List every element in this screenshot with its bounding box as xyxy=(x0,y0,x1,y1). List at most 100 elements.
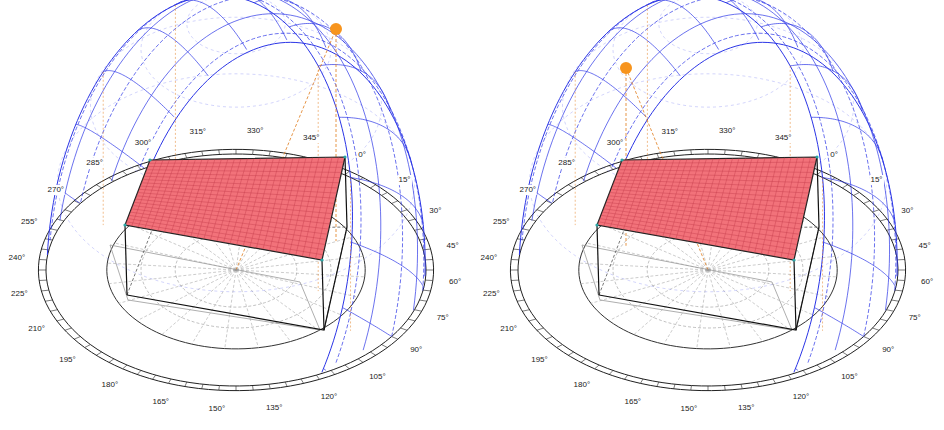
tick-mark xyxy=(57,319,64,321)
tick-mark xyxy=(426,270,434,271)
tick-mark xyxy=(757,382,759,386)
azimuth-label: 315° xyxy=(661,127,680,137)
azimuth-label: 60° xyxy=(448,277,462,287)
tick-mark xyxy=(50,310,57,312)
ground-grid-line xyxy=(109,270,236,284)
hour-line xyxy=(647,0,718,49)
hour-line xyxy=(575,71,646,117)
tick-mark xyxy=(331,370,335,374)
sun-path-arc xyxy=(522,0,833,363)
tick-mark xyxy=(895,290,902,292)
tick-mark xyxy=(773,379,776,383)
roof-grid xyxy=(620,166,815,168)
altitude-ring xyxy=(187,0,285,54)
azimuth-label: 285° xyxy=(557,158,576,168)
tick-mark xyxy=(537,328,544,330)
tick-mark xyxy=(185,153,187,157)
roof-grid xyxy=(600,219,797,250)
tick-mark xyxy=(897,280,905,281)
azimuth-label: 315° xyxy=(189,127,208,137)
ground-grid-line xyxy=(119,270,236,303)
tick-mark xyxy=(252,150,254,155)
tick-mark xyxy=(285,153,287,157)
tick-mark xyxy=(842,185,847,188)
roof xyxy=(125,157,345,260)
ground-grid-line xyxy=(137,270,236,321)
hour-line xyxy=(609,28,680,76)
azimuth-label: 75° xyxy=(908,313,922,323)
tick-mark xyxy=(724,386,726,391)
guide-line xyxy=(575,72,576,225)
building-shadow xyxy=(582,245,792,330)
tick-mark xyxy=(301,379,304,383)
hour-line xyxy=(215,0,287,40)
tick-mark xyxy=(74,337,80,340)
tick-mark xyxy=(511,259,519,260)
roof-grid xyxy=(143,180,339,188)
tick-mark xyxy=(218,386,220,391)
azimuth-label: 285° xyxy=(85,158,104,168)
tick-mark xyxy=(39,259,47,260)
ground-grid-line xyxy=(192,270,236,344)
azimuth-label: 150° xyxy=(680,404,699,414)
hour-line xyxy=(175,0,246,49)
hour-line xyxy=(351,177,423,223)
sun-path-panel xyxy=(510,0,905,391)
tick-mark xyxy=(202,151,203,156)
azimuth-label: 30° xyxy=(428,206,442,216)
tick-mark xyxy=(657,382,659,386)
azimuth-label: 255° xyxy=(492,217,511,227)
roof-grid xyxy=(605,206,801,230)
tick-mark xyxy=(218,150,220,155)
tick-mark xyxy=(887,229,894,231)
azimuth-label: 0° xyxy=(829,150,839,160)
azimuth-label: 225° xyxy=(482,289,501,299)
corner-point xyxy=(320,258,323,261)
tick-mark xyxy=(510,270,518,271)
building-edge xyxy=(125,225,127,295)
ground-grid-line xyxy=(708,270,763,341)
tick-mark xyxy=(415,310,422,312)
roof-grid xyxy=(608,196,804,214)
tick-mark xyxy=(817,365,821,369)
tick-mark xyxy=(65,210,72,212)
hour-line xyxy=(687,0,759,40)
roof-grid xyxy=(134,202,330,224)
tick-mark xyxy=(408,219,415,221)
roof-grid xyxy=(617,173,812,178)
corner-point xyxy=(343,155,346,158)
hour-line xyxy=(795,368,797,370)
azimuth-label: 120° xyxy=(792,392,811,402)
tick-mark xyxy=(236,149,237,154)
tick-mark xyxy=(202,384,203,389)
tick-mark xyxy=(897,259,905,260)
building-edge xyxy=(127,227,347,330)
ground-grid-line xyxy=(581,270,708,284)
tick-mark xyxy=(898,270,906,271)
ground-grid-line xyxy=(609,270,708,321)
roof-grid xyxy=(621,162,816,163)
tick-mark xyxy=(657,153,659,157)
tick-mark xyxy=(408,319,415,321)
tick-mark xyxy=(854,192,860,195)
roof-grid xyxy=(607,199,803,219)
hour-line xyxy=(823,177,895,223)
sun-marker xyxy=(620,62,632,74)
roof-grid xyxy=(130,212,327,239)
tick-mark xyxy=(423,290,430,292)
azimuth-label: 195° xyxy=(58,355,77,365)
azimuth-label: 180° xyxy=(101,380,120,390)
building-edge xyxy=(345,157,347,227)
ground-grid-line xyxy=(664,270,708,344)
sun-path-arc xyxy=(47,0,352,372)
corner-point xyxy=(148,158,151,161)
azimuth-label: 165° xyxy=(151,397,170,407)
corner-point xyxy=(123,223,126,226)
hour-line xyxy=(137,28,208,76)
tick-mark xyxy=(842,352,847,355)
tick-mark xyxy=(415,229,422,231)
tick-mark xyxy=(513,290,520,292)
tick-mark xyxy=(595,365,599,369)
roof-grid xyxy=(615,180,811,188)
azimuth-label: 210° xyxy=(27,324,46,334)
